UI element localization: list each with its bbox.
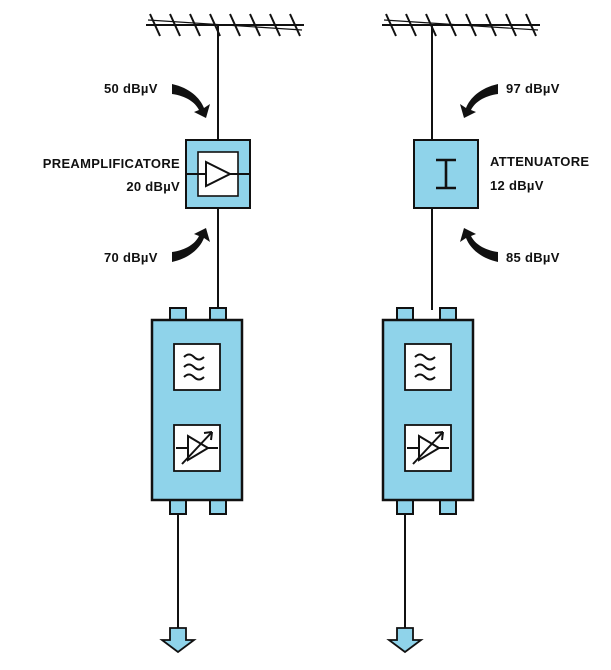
device-value-label: 20 dBµV [126,179,180,194]
output-level-label: 70 dBµV [104,250,158,265]
channel-module [381,307,475,515]
filter-panel [404,343,452,391]
variable-amplifier-icon [176,431,218,465]
filter-panel [173,343,221,391]
down-arrow-icon [159,627,197,654]
attenuator-block [413,139,479,209]
input-level-label: 50 dBµV [104,81,158,96]
variable-amplifier-icon [407,431,449,465]
channel-module [150,307,244,515]
yagi-antenna-icon [382,13,540,37]
attenuator-i-icon [436,158,456,190]
right-chain: 97 dBµV ATTENUATORE 12 dBµV 85 dBµV [381,13,589,654]
input-arrow-icon [460,84,498,118]
output-arrow-icon [172,228,210,262]
down-arrow-icon [386,627,424,654]
device-value-label: 12 dBµV [490,178,544,193]
output-level-label: 85 dBµV [506,250,560,265]
filter-wave-icon [414,353,436,381]
left-chain: 50 dBµV PREAMPLIFICATORE 20 dBµV 70 dBµV [43,13,304,654]
input-arrow-icon [172,84,210,118]
output-arrow-icon [460,228,498,262]
filter-wave-icon [183,353,205,381]
input-level-label: 97 dBµV [506,81,560,96]
device-name-label: ATTENUATORE [490,154,589,169]
device-name-label: PREAMPLIFICATORE [43,156,180,171]
amplifier-triangle-icon [186,160,250,188]
yagi-antenna-icon [146,13,304,37]
